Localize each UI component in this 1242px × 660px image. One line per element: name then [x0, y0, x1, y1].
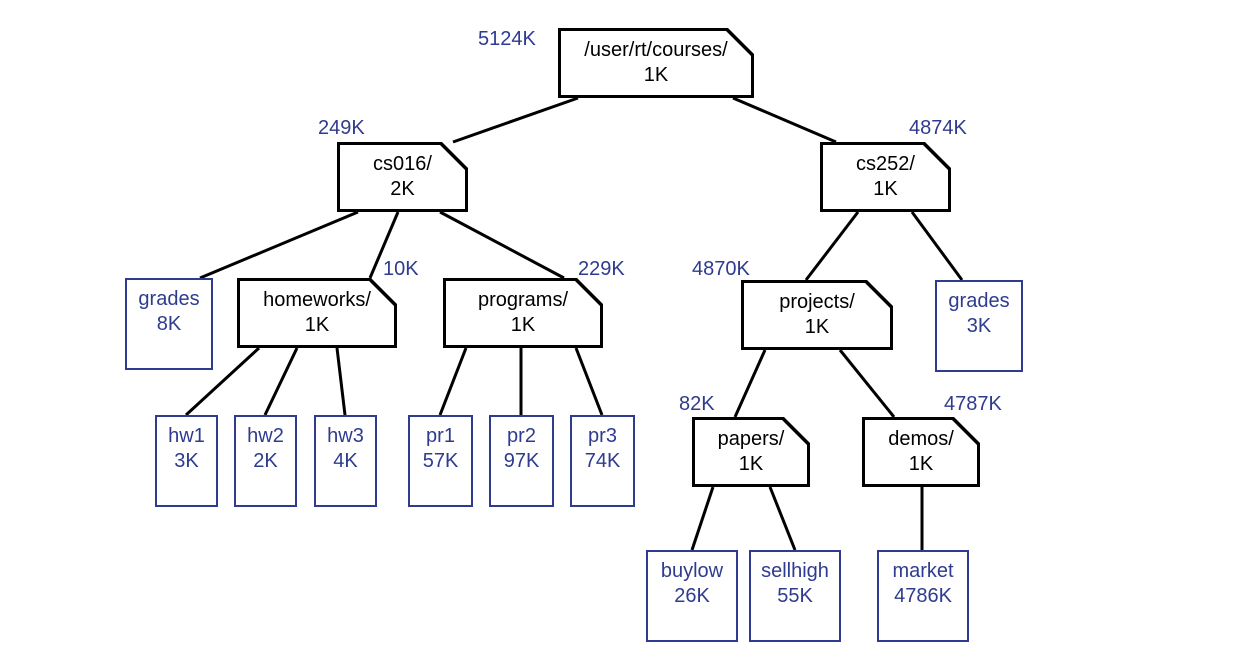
tree-edge-homeworks-to-hw1 — [184, 346, 261, 417]
node-inner: projects/1K — [744, 283, 890, 347]
tree-edge-homeworks-to-hw3 — [335, 347, 347, 416]
node-size: 1K — [738, 453, 764, 475]
node-name: pr2 — [507, 425, 536, 447]
node-size: 1K — [643, 64, 669, 86]
node-name: cs016/ — [373, 153, 432, 175]
tree-edge-programs-to-pr1 — [438, 347, 468, 416]
node-size: 4786K — [894, 585, 952, 607]
node-name: hw3 — [327, 425, 364, 447]
node-inner: papers/1K — [695, 420, 807, 484]
node-name: sellhigh — [761, 560, 829, 582]
folder-node-cs252[interactable]: cs252/1K — [820, 142, 951, 212]
node-size: 3K — [966, 315, 992, 337]
node-size: 4K — [333, 450, 358, 472]
folder-node-root[interactable]: /user/rt/courses/1K — [558, 28, 754, 98]
node-inner: demos/1K — [865, 420, 977, 484]
cumulative-size-label-programs: 229K — [578, 258, 625, 280]
tree-edge-cs016-to-programs — [439, 210, 565, 280]
node-size: 1K — [908, 453, 934, 475]
node-name: buylow — [660, 560, 724, 582]
tree-edge-projects-to-papers — [733, 349, 767, 418]
folder-node-programs[interactable]: programs/1K — [443, 278, 603, 348]
node-name: pr3 — [588, 425, 617, 447]
cumulative-size-label-demos: 4787K — [944, 393, 1002, 415]
tree-edge-cs016-to-grades1 — [199, 210, 359, 280]
node-size: 1K — [304, 314, 330, 336]
folder-node-cs016[interactable]: cs016/2K — [337, 142, 468, 212]
tree-edge-projects-to-demos — [838, 349, 896, 418]
tree-edge-homeworks-to-hw2 — [263, 347, 299, 416]
node-name: programs/ — [477, 289, 569, 311]
node-inner: homeworks/1K — [240, 281, 394, 345]
cumulative-size-label-projects: 4870K — [692, 258, 750, 280]
node-inner: cs252/1K — [823, 145, 948, 209]
cumulative-size-label-papers: 82K — [679, 393, 715, 415]
node-size: 55K — [777, 585, 813, 607]
node-size: 1K — [873, 178, 898, 200]
tree-edge-root-to-cs016 — [452, 96, 579, 144]
cumulative-size-label-cs016: 249K — [318, 117, 365, 139]
node-size: 57K — [422, 450, 459, 472]
node-name: pr1 — [426, 425, 455, 447]
tree-edge-root-to-cs252 — [732, 96, 837, 144]
node-name: cs252/ — [856, 153, 915, 175]
node-size: 26K — [674, 585, 710, 607]
node-name: /user/rt/courses/ — [584, 39, 728, 61]
node-name: papers/ — [717, 428, 785, 450]
folder-node-projects[interactable]: projects/1K — [741, 280, 893, 350]
node-name: hw2 — [247, 425, 284, 447]
node-inner: cs016/2K — [340, 145, 465, 209]
file-node-market[interactable]: market 4786K — [877, 550, 969, 642]
node-size: 1K — [510, 314, 536, 336]
node-size: 2K — [253, 450, 278, 472]
node-inner: programs/1K — [446, 281, 600, 345]
node-inner: /user/rt/courses/1K — [561, 31, 751, 95]
node-size: 74K — [584, 450, 621, 472]
node-name: homeworks/ — [263, 289, 371, 311]
tree-edge-papers-to-buylow — [690, 486, 715, 551]
folder-node-homeworks[interactable]: homeworks/1K — [237, 278, 397, 348]
node-name: demos/ — [888, 428, 954, 450]
file-node-grades1[interactable]: grades 8K — [125, 278, 213, 370]
cumulative-size-label-root: 5124K — [478, 28, 536, 50]
folder-node-papers[interactable]: papers/1K — [692, 417, 810, 487]
file-node-sellhigh[interactable]: sellhigh 55K — [749, 550, 841, 642]
node-size: 1K — [804, 316, 830, 338]
tree-edge-cs252-to-grades2 — [910, 211, 964, 281]
node-size: 97K — [503, 450, 540, 472]
tree-edge-papers-to-sellhigh — [768, 486, 797, 551]
node-name: market — [892, 560, 954, 582]
node-size: 8K — [156, 313, 182, 335]
tree-edge-programs-to-pr3 — [574, 347, 604, 416]
node-size: 3K — [174, 450, 199, 472]
node-name: grades — [948, 290, 1010, 312]
tree-edge-cs252-to-projects — [804, 211, 860, 281]
file-node-buylow[interactable]: buylow 26K — [646, 550, 738, 642]
node-name: projects/ — [779, 291, 855, 313]
node-name: grades — [138, 288, 200, 310]
node-name: hw1 — [168, 425, 205, 447]
node-size: 2K — [390, 178, 415, 200]
folder-node-demos[interactable]: demos/1K — [862, 417, 980, 487]
tree-edge-cs016-to-homeworks — [368, 211, 400, 279]
file-node-grades2[interactable]: grades 3K — [935, 280, 1023, 372]
cumulative-size-label-cs252: 4874K — [909, 117, 967, 139]
cumulative-size-label-homeworks: 10K — [383, 258, 419, 280]
